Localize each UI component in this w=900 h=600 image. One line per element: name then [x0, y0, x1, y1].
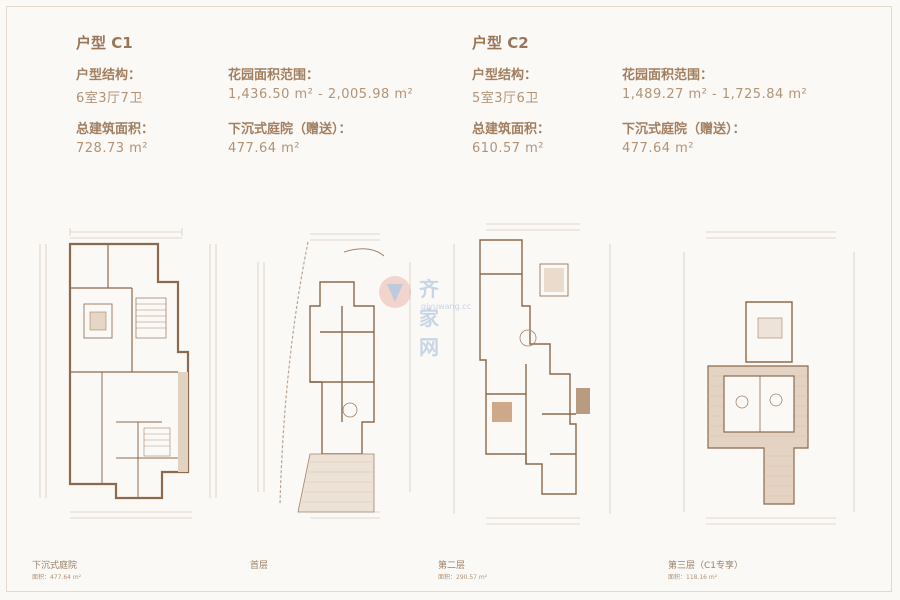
plan1-area: 面积：477.64 m² [32, 574, 82, 581]
plan3-caption: 第二层 [438, 561, 466, 571]
plan4-area: 面积：118.16 m² [668, 574, 718, 581]
c1-structure-value: 6室3厅7卫 [76, 91, 143, 106]
c2-garden-label: 花园面积范围： [622, 68, 714, 83]
c1-title: 户型 C1 [76, 34, 133, 52]
page-frame [6, 6, 892, 592]
c2-garden-value: 1,489.27 m² - 1,725.84 m² [622, 87, 808, 102]
c2-area-value: 610.57 m² [472, 141, 544, 156]
c2-garden: 花园面积范围： 1,489.27 m² - 1,725.84 m² [622, 64, 807, 102]
floor-plan-third [683, 231, 855, 525]
c1-courtyard: 下沉式庭院（赠送）： 477.64 m² [228, 118, 352, 156]
c1-courtyard-label: 下沉式庭院（赠送）： [228, 122, 352, 137]
watermark-url: qiyuwang.cc [421, 302, 472, 311]
c2-courtyard-value: 477.64 m² [622, 141, 694, 156]
c1-structure: 户型结构： 6室3厅7卫 [76, 64, 143, 106]
c1-area-value: 728.73 m² [76, 141, 148, 156]
watermark-text: 齐家网 [419, 277, 441, 359]
plan2-caption: 首层 [250, 561, 269, 571]
c2-structure: 户型结构： 5室3厅6卫 [472, 64, 539, 106]
c1-area-label: 总建筑面积： [76, 122, 155, 137]
plan1-caption: 下沉式庭院 [32, 561, 78, 571]
c1-garden-label: 花园面积范围： [228, 68, 320, 83]
c1-structure-label: 户型结构： [76, 68, 142, 83]
c2-title: 户型 C2 [472, 34, 529, 52]
c1-garden: 花园面积范围： 1,436.50 m² - 2,005.98 m² [228, 64, 413, 102]
c2-structure-value: 5室3厅6卫 [472, 91, 539, 106]
plan3-area: 面积：290.57 m² [438, 574, 488, 581]
c2-area-label: 总建筑面积： [472, 122, 551, 137]
c1-spec-block: 户型 C1 [76, 32, 133, 53]
floor-plan-sunken-courtyard [39, 228, 217, 519]
c2-courtyard: 下沉式庭院（赠送）： 477.64 m² [622, 118, 746, 156]
c2-courtyard-label: 下沉式庭院（赠送）： [622, 122, 746, 137]
floor-plan-second [453, 223, 611, 525]
floor-plan-ground [257, 233, 411, 519]
watermark: 齐家网 qiyuwang.cc [375, 272, 471, 359]
c1-garden-value: 1,436.50 m² - 2,005.98 m² [228, 87, 414, 102]
watermark-logo-icon [379, 276, 411, 308]
c1-courtyard-value: 477.64 m² [228, 141, 300, 156]
c2-structure-label: 户型结构： [472, 68, 538, 83]
c1-area: 总建筑面积： 728.73 m² [76, 118, 154, 156]
c2-spec-block: 户型 C2 [472, 32, 529, 53]
plan4-caption: 第三层（C1专享） [668, 561, 744, 571]
c2-area: 总建筑面积： 610.57 m² [472, 118, 550, 156]
